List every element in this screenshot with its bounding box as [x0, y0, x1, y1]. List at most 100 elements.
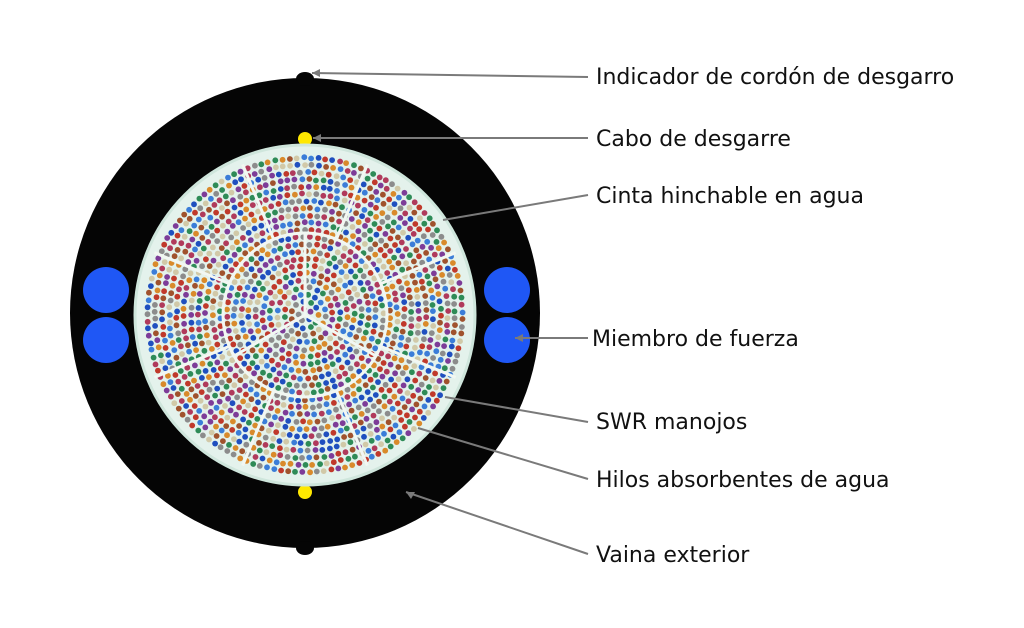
- fiber: [380, 360, 387, 366]
- fiber: [386, 301, 393, 308]
- fiber: [314, 418, 321, 425]
- fiber: [178, 240, 185, 247]
- fiber: [272, 209, 278, 216]
- fiber: [228, 389, 235, 396]
- fiber: [230, 197, 236, 204]
- fiber: [249, 293, 256, 300]
- fiber: [371, 221, 378, 227]
- fiber: [238, 176, 244, 183]
- fiber: [186, 277, 193, 284]
- fiber: [417, 349, 423, 356]
- fiber: [266, 166, 273, 173]
- fiber: [452, 266, 458, 273]
- fiber: [313, 454, 320, 461]
- fiber: [296, 389, 303, 396]
- fiber: [212, 182, 219, 189]
- fiber: [183, 285, 190, 291]
- fiber: [343, 425, 350, 432]
- fiber: [299, 455, 305, 461]
- fiber: [316, 162, 322, 169]
- fiber: [401, 189, 408, 196]
- fiber: [345, 377, 351, 383]
- fiber: [338, 269, 345, 275]
- fiber: [262, 442, 269, 448]
- fiber: [310, 270, 317, 277]
- fiber: [349, 446, 356, 453]
- fiber: [385, 419, 392, 426]
- fiber: [320, 468, 327, 474]
- fiber: [370, 328, 377, 335]
- fiber: [218, 418, 224, 424]
- fiber: [382, 381, 389, 388]
- fiber: [268, 322, 275, 328]
- fiber: [439, 251, 446, 258]
- fiber: [306, 454, 313, 461]
- fiber: [172, 223, 179, 229]
- fiber: [272, 414, 278, 421]
- fiber: [451, 308, 458, 315]
- fiber: [214, 227, 221, 234]
- fiber: [395, 224, 402, 231]
- fiber: [385, 223, 391, 230]
- fiber: [317, 461, 323, 467]
- fiber: [159, 358, 166, 365]
- fiber: [197, 250, 204, 257]
- fiber: [225, 218, 232, 225]
- fiber: [177, 217, 183, 224]
- fiber: [229, 357, 236, 364]
- fiber: [288, 279, 294, 286]
- fiber: [434, 283, 441, 290]
- fiber: [321, 214, 328, 221]
- fiber: [229, 427, 236, 433]
- fiber: [396, 194, 402, 201]
- fiber: [440, 278, 447, 285]
- fiber: [167, 325, 173, 332]
- fiber: [199, 360, 206, 367]
- fiber: [285, 468, 292, 475]
- label-outer-sheath: Vaina exterior: [596, 543, 750, 568]
- fiber: [367, 396, 373, 403]
- fiber: [326, 260, 333, 267]
- fiber: [297, 270, 303, 277]
- fiber: [273, 164, 279, 171]
- fiber: [193, 276, 200, 283]
- fiber: [188, 297, 195, 304]
- fiber: [309, 382, 315, 388]
- fiber: [327, 245, 334, 252]
- fiber: [179, 411, 186, 418]
- fiber: [370, 171, 377, 177]
- fiber: [249, 360, 256, 366]
- fiber: [292, 191, 298, 198]
- fiber: [244, 353, 251, 360]
- fiber: [426, 384, 432, 390]
- fiber: [325, 171, 332, 178]
- fiber: [444, 265, 451, 272]
- fiber: [442, 285, 449, 292]
- fiber: [289, 425, 295, 432]
- fiber: [406, 294, 413, 301]
- fiber: [289, 249, 295, 256]
- fiber: [452, 322, 458, 328]
- fiber: [258, 347, 265, 354]
- fiber: [329, 316, 336, 323]
- fiber: [392, 370, 398, 377]
- fiber: [348, 407, 355, 414]
- label-water-blocking-yarns: Hilos absorbentes de agua: [596, 468, 890, 493]
- fiber: [195, 319, 202, 326]
- fiber: [208, 400, 215, 406]
- fiber: [235, 429, 242, 436]
- fiber: [317, 250, 323, 257]
- fiber: [269, 172, 275, 179]
- fiber: [301, 154, 308, 161]
- fiber: [233, 411, 239, 418]
- fiber: [334, 349, 340, 355]
- fiber: [265, 427, 272, 434]
- fiber: [458, 294, 465, 301]
- fiber: [297, 169, 303, 176]
- fiber: [310, 367, 317, 374]
- fiber: [337, 259, 344, 266]
- fiber: [362, 441, 369, 448]
- fiber: [311, 338, 318, 345]
- fiber: [332, 368, 339, 375]
- fiber: [243, 261, 250, 268]
